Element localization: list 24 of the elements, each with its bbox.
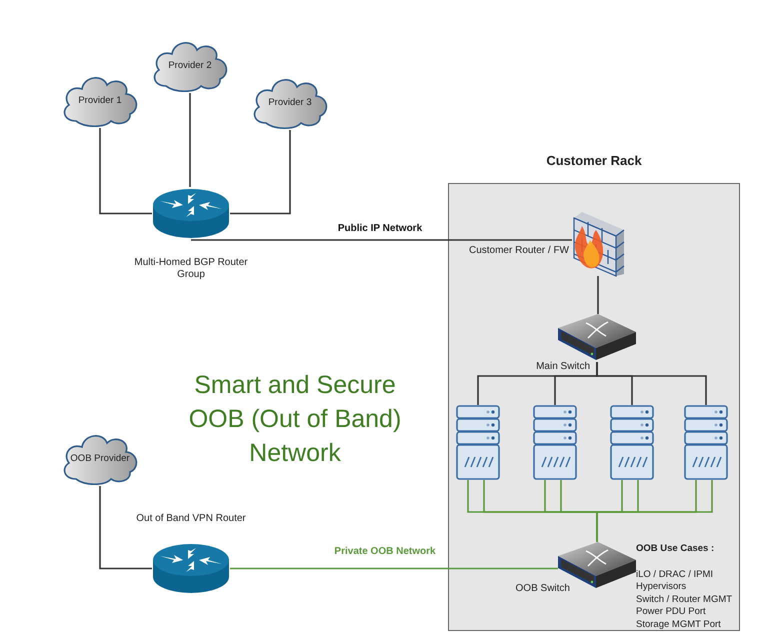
cloud-label: OOB Provider [69, 453, 131, 465]
connector-line [230, 130, 291, 214]
device-label: Main Switch [535, 361, 590, 373]
connector-line [99, 486, 152, 570]
cloud-label: Provider 3 [267, 97, 313, 109]
device-label: Out of Band VPN Router [135, 513, 247, 525]
device-label: Customer Router / FW [468, 245, 569, 257]
connector-line [230, 568, 558, 570]
list-item: Switch / Router MGMT [636, 594, 732, 606]
rack-heading: Customer Rack [545, 152, 643, 170]
device-label: OOB Switch [514, 583, 570, 595]
list-heading: OOB Use Cases : [636, 543, 714, 555]
device-label: Multi-Homed BGP Router Group [133, 257, 249, 281]
list-item: iLO / DRAC / IPMI [636, 568, 714, 580]
connector-line [597, 276, 599, 314]
connector-line [99, 128, 152, 214]
list-item: Power PDU Port [636, 606, 706, 618]
cloud-label: Provider 1 [77, 95, 123, 107]
cloud-label: Provider 2 [167, 60, 213, 72]
connector-line [191, 239, 572, 241]
connector-line [596, 362, 707, 405]
list-item: Hypervisors [636, 581, 686, 593]
list-item: Storage MGMT Port [636, 618, 721, 630]
diagram-title: Smart and Secure OOB (Out of Band) Network [188, 370, 402, 469]
